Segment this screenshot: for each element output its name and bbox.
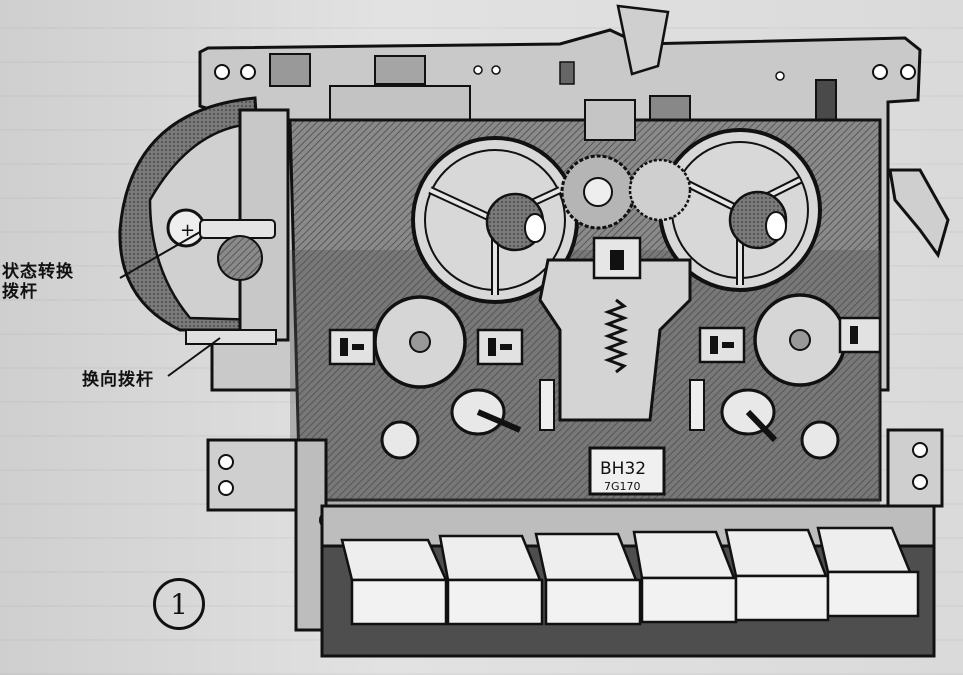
key-2 <box>438 534 544 626</box>
figure-number: 1 <box>153 578 205 630</box>
left-mounting-ear <box>206 438 337 632</box>
key-5 <box>724 528 830 622</box>
key-1 <box>340 538 448 626</box>
key-3 <box>534 532 642 626</box>
state-switch-lever-label: 状态转换拨杆 <box>2 262 74 302</box>
chip-model-text: BH32 <box>600 459 646 479</box>
left-flywheel <box>373 295 467 389</box>
chip-icon: BH32 7G170 <box>588 446 666 496</box>
callout-leaders <box>119 231 221 377</box>
gear-train <box>560 99 692 230</box>
head-carrier <box>538 236 692 422</box>
right-reel <box>658 128 822 292</box>
left-bracket <box>328 328 524 366</box>
key-6 <box>816 526 920 618</box>
piano-keys <box>320 504 936 658</box>
right-flywheel <box>753 293 847 387</box>
chip-code-text: 7G170 <box>604 480 641 493</box>
left-cam-disc: + <box>118 96 290 345</box>
right-mounting-ear <box>886 428 944 508</box>
figure-number-text: 1 <box>170 587 188 621</box>
key-4 <box>632 530 738 624</box>
capstan-assemblies <box>380 379 840 460</box>
reverse-lever-label: 换向拨杆 <box>82 370 154 390</box>
svg-text:+: + <box>180 220 195 241</box>
spring-icon <box>603 298 629 374</box>
right-bracket <box>698 316 882 364</box>
